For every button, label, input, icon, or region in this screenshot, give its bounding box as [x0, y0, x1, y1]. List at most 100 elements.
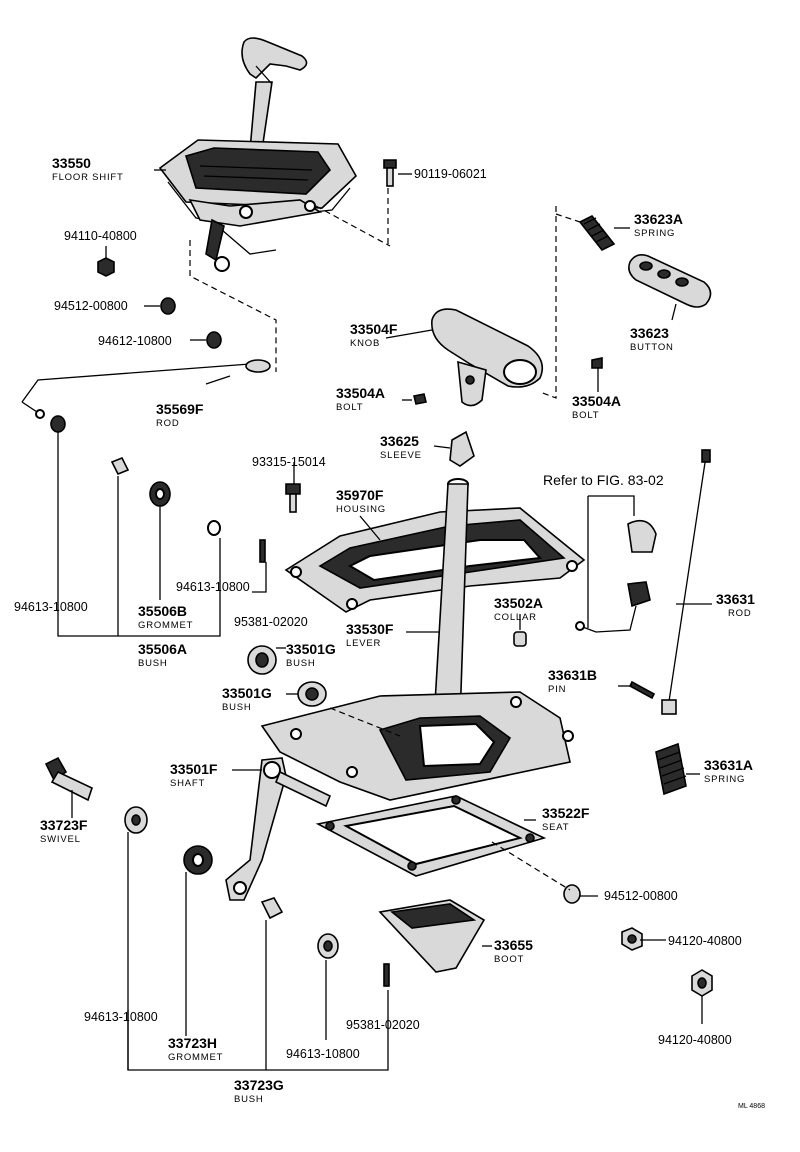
label-33723f-name: SWIVEL	[40, 834, 81, 845]
label-33631b-num: 33631B	[548, 667, 597, 683]
label-35970f-num: 35970F	[336, 487, 384, 503]
bush-33723g-part	[260, 897, 284, 920]
housing-35970f	[284, 507, 586, 613]
screw-93315-15014	[285, 483, 301, 513]
label-33631a-num: 33631A	[704, 757, 753, 773]
label-33504a-left-num: 33504A	[336, 385, 385, 401]
label-33623-name: BUTTON	[630, 342, 674, 353]
label-33631-num: 33631	[716, 591, 755, 607]
label-33502a-name: COLLAR	[494, 612, 537, 623]
label-33502a-num: 33502A	[494, 595, 543, 611]
sleeve-33625	[449, 430, 475, 467]
pin-small-left	[110, 456, 130, 476]
rod-35569f	[21, 359, 271, 419]
label-33504f-num: 33504F	[350, 321, 398, 337]
label-33504a-left-name: BOLT	[336, 402, 363, 413]
part-labels: 33550 FLOOR SHIFT 90119-06021 94110-4080…	[14, 155, 765, 1110]
label-94612-num: 94612-10800	[98, 334, 172, 348]
spring-33623a	[578, 214, 616, 252]
label-95381-top-num: 95381-02020	[234, 615, 308, 629]
grommet-33723h-part	[183, 845, 213, 875]
label-90119-num: 90119-06021	[414, 167, 487, 181]
label-35569f-num: 35569F	[156, 401, 204, 417]
leader-lines	[57, 169, 712, 1071]
label-94512-bottom-num: 94512-00800	[604, 889, 678, 903]
washer-94613-10800-left-part	[50, 415, 66, 433]
label-33625-num: 33625	[380, 433, 419, 449]
boot-33655	[378, 899, 486, 973]
label-33501f-name: SHAFT	[170, 778, 205, 789]
washer-94612-10800	[206, 331, 222, 349]
rod-33631	[661, 449, 711, 715]
label-33723g-num: 33723G	[234, 1077, 284, 1093]
label-33655-name: BOOT	[494, 954, 524, 965]
label-33723h-name: GROMMET	[168, 1052, 223, 1063]
base-bracket	[260, 691, 574, 801]
label-95381-bottom-num: 95381-02020	[346, 1018, 420, 1032]
pin-33631b	[628, 680, 656, 700]
nut-94120-40800-b-part	[691, 969, 713, 997]
label-33623a-name: SPRING	[634, 228, 675, 239]
label-33631-name: ROD	[728, 608, 752, 619]
pin-95381-02020-bottom-part	[383, 963, 390, 987]
grommet-35506b-part	[149, 481, 171, 507]
bush-33501g-left-part	[297, 681, 327, 707]
label-33504a-right-name: BOLT	[572, 410, 599, 421]
pin-95381-02020-top-part	[259, 539, 266, 563]
label-33530f-name: LEVER	[346, 638, 381, 649]
washer-94613-10800-mid-part	[207, 520, 221, 536]
label-33501g-left-name: BUSH	[222, 702, 252, 713]
floor-shift-assembly	[158, 37, 358, 272]
nut-94120-40800-a-part	[621, 927, 643, 951]
label-33501f-num: 33501F	[170, 761, 218, 777]
refer-note: Refer to FIG. 83-02	[543, 472, 664, 488]
label-33550-name: FLOOR SHIFT	[52, 172, 124, 183]
label-94613-mid-num: 94613-10800	[176, 580, 250, 594]
swivel-33723f	[44, 756, 93, 802]
bush-33501g-top-part	[247, 645, 277, 675]
knob-33504f	[431, 308, 544, 407]
label-35970f-name: HOUSING	[336, 504, 386, 515]
label-33530f-num: 33530F	[346, 621, 394, 637]
label-33522f-name: SEAT	[542, 822, 569, 833]
refer-bracket	[587, 495, 635, 628]
label-33504f-name: KNOB	[350, 338, 380, 349]
clip-94512-00800-bottom-part	[563, 884, 581, 904]
label-94613-left-num: 94613-10800	[14, 600, 88, 614]
label-33723f-num: 33723F	[40, 817, 88, 833]
label-33501g-top-name: BUSH	[286, 658, 316, 669]
label-94613-bl-num: 94613-10800	[84, 1010, 158, 1024]
washer-94613-10800-bm-part	[317, 933, 339, 959]
label-93315-num: 93315-15014	[252, 455, 326, 469]
label-33625-name: SLEEVE	[380, 450, 422, 461]
seat-33522f	[315, 795, 547, 877]
label-94110-num: 94110-40800	[64, 229, 137, 243]
label-35506b-name: GROMMET	[138, 620, 193, 631]
bolt-33504a-right	[591, 357, 603, 369]
label-33501g-left-num: 33501G	[222, 685, 272, 701]
label-94120-a-num: 94120-40800	[668, 934, 742, 948]
label-35506a-num: 35506A	[138, 641, 187, 657]
label-94613-bm-num: 94613-10800	[286, 1047, 360, 1061]
bolt-90119-06021	[383, 159, 397, 187]
label-33522f-num: 33522F	[542, 805, 590, 821]
label-94120-b-num: 94120-40800	[658, 1033, 732, 1047]
shaft-33501f	[225, 757, 332, 901]
spring-33631a	[655, 742, 687, 796]
label-94512-top-num: 94512-00800	[54, 299, 128, 313]
bolt-33504a-left	[413, 393, 427, 405]
label-33623a-num: 33623A	[634, 211, 683, 227]
label-33623-num: 33623	[630, 325, 669, 341]
label-35506a-name: BUSH	[138, 658, 168, 669]
label-33631b-name: PIN	[548, 684, 566, 695]
clip-94512-00800-top	[160, 297, 176, 315]
label-33723g-name: BUSH	[234, 1094, 264, 1105]
label-33550-num: 33550	[52, 155, 91, 171]
label-33504a-right-num: 33504A	[572, 393, 621, 409]
corner-code: ML 4868	[738, 1103, 765, 1110]
label-33631a-name: SPRING	[704, 774, 745, 785]
button-33623	[628, 254, 712, 308]
washer-94613-10800-bl-part	[124, 806, 148, 834]
collar-33502a	[513, 631, 527, 647]
